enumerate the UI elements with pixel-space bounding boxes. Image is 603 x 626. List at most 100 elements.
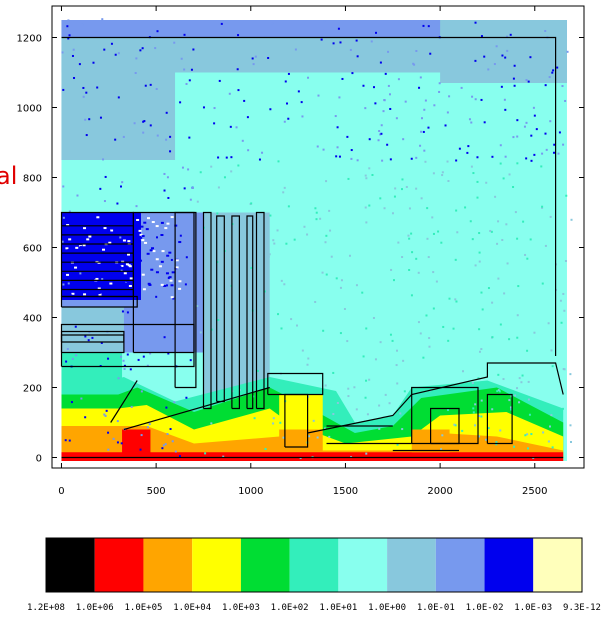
speckle bbox=[483, 55, 486, 58]
speckle bbox=[529, 238, 532, 241]
speckle bbox=[80, 249, 84, 252]
speckle bbox=[550, 349, 553, 352]
speckle bbox=[87, 283, 91, 286]
speckle bbox=[68, 253, 72, 256]
speckle bbox=[134, 72, 137, 75]
speckle bbox=[324, 384, 327, 387]
speckle bbox=[330, 255, 333, 258]
speckle bbox=[98, 289, 102, 292]
speckle bbox=[319, 217, 322, 220]
speckle bbox=[477, 377, 480, 380]
speckle bbox=[108, 256, 112, 259]
speckle bbox=[75, 354, 78, 357]
speckle bbox=[116, 441, 119, 444]
speckle bbox=[139, 233, 143, 236]
speckle bbox=[314, 207, 317, 210]
speckle bbox=[444, 124, 447, 127]
speckle bbox=[517, 285, 520, 288]
x-tick-label: 2500 bbox=[522, 486, 547, 497]
speckle bbox=[146, 364, 149, 367]
speckle bbox=[241, 139, 244, 142]
speckle bbox=[283, 186, 286, 189]
speckle bbox=[112, 437, 115, 440]
speckle bbox=[283, 283, 286, 286]
speckle bbox=[386, 143, 389, 146]
speckle bbox=[127, 264, 131, 267]
shield-lower-region bbox=[61, 307, 124, 353]
speckle bbox=[142, 120, 145, 123]
speckle bbox=[296, 324, 299, 327]
speckle bbox=[88, 331, 91, 334]
speckle bbox=[339, 286, 342, 289]
speckle bbox=[161, 447, 164, 450]
speckle bbox=[82, 244, 86, 247]
speckle bbox=[71, 54, 74, 57]
speckle bbox=[530, 159, 533, 162]
speckle bbox=[114, 138, 117, 141]
speckle bbox=[79, 246, 83, 249]
speckle bbox=[142, 288, 146, 291]
speckle bbox=[524, 434, 527, 437]
speckle bbox=[294, 48, 297, 51]
speckle bbox=[476, 156, 479, 159]
speckle bbox=[162, 350, 165, 353]
speckle bbox=[127, 253, 131, 256]
speckle bbox=[220, 22, 223, 25]
legend-label: 1.0E-03 bbox=[514, 603, 552, 613]
speckle bbox=[141, 235, 145, 238]
speckle bbox=[356, 55, 359, 58]
speckle bbox=[88, 118, 91, 121]
speckle bbox=[243, 99, 246, 102]
speckle bbox=[495, 443, 498, 446]
speckle bbox=[503, 292, 506, 295]
speckle bbox=[263, 290, 266, 293]
speckle bbox=[480, 98, 483, 101]
speckle bbox=[165, 272, 169, 275]
speckle bbox=[423, 149, 426, 152]
speckle bbox=[529, 56, 532, 59]
speckle bbox=[365, 452, 368, 455]
speckle bbox=[526, 447, 529, 450]
speckle bbox=[178, 280, 182, 283]
speckle bbox=[239, 281, 242, 284]
speckle bbox=[316, 436, 319, 439]
speckle bbox=[560, 321, 563, 324]
speckle bbox=[544, 29, 547, 32]
speckle bbox=[322, 148, 325, 151]
speckle bbox=[469, 220, 472, 223]
speckle bbox=[514, 211, 517, 214]
speckle bbox=[336, 126, 339, 129]
speckle bbox=[508, 399, 511, 402]
speckle bbox=[356, 159, 359, 162]
speckle bbox=[156, 134, 159, 137]
speckle bbox=[441, 174, 444, 177]
speckle bbox=[96, 216, 100, 219]
speckle bbox=[372, 86, 375, 89]
speckle bbox=[65, 260, 69, 263]
outline bbox=[202, 211, 212, 410]
speckle bbox=[317, 94, 320, 97]
speckle bbox=[155, 258, 159, 261]
speckle bbox=[564, 99, 567, 102]
speckle bbox=[287, 205, 290, 208]
speckle bbox=[523, 125, 526, 128]
speckle bbox=[279, 421, 282, 424]
speckle bbox=[137, 278, 140, 281]
speckle bbox=[438, 90, 441, 93]
speckle bbox=[487, 427, 490, 430]
speckle bbox=[383, 99, 386, 102]
speckle bbox=[107, 357, 110, 360]
speckle bbox=[189, 198, 192, 201]
speckle bbox=[126, 311, 129, 314]
speckle bbox=[134, 291, 138, 294]
speckle bbox=[402, 138, 405, 141]
speckle bbox=[71, 245, 75, 248]
upper-right-band bbox=[440, 20, 567, 83]
speckle bbox=[499, 162, 502, 165]
speckle bbox=[123, 368, 126, 371]
speckle bbox=[433, 104, 436, 107]
speckle bbox=[125, 263, 129, 266]
speckle bbox=[95, 277, 99, 280]
speckle bbox=[419, 332, 422, 335]
speckle bbox=[117, 96, 120, 99]
